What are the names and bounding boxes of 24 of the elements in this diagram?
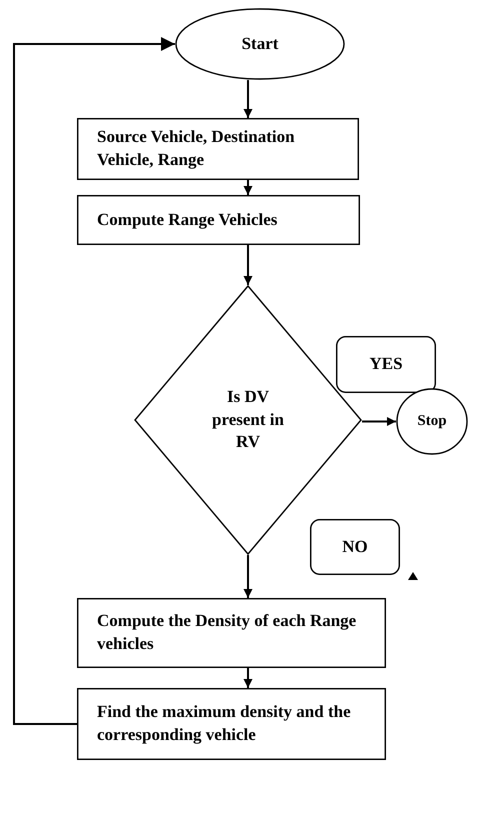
node-label: Start <box>242 32 278 55</box>
process-box <box>77 688 386 760</box>
arrow <box>244 180 252 195</box>
arrow <box>362 417 396 426</box>
arrow <box>244 555 252 598</box>
arrow <box>244 668 252 688</box>
arrow <box>13 37 175 725</box>
node-label: Compute the Density of each Range vehicles <box>97 610 358 655</box>
process-box <box>77 118 359 180</box>
node-label: Is DV present in RV <box>211 386 285 454</box>
node-label: Compute Range Vehicles <box>97 208 278 231</box>
node-label: Find the maximum density and the corresponding vehicle <box>97 701 352 746</box>
label-box <box>310 519 400 575</box>
arrow <box>244 80 252 118</box>
node-label: Source Vehicle, Destination Vehicle, Range <box>97 126 296 171</box>
process-box <box>77 195 360 245</box>
terminal-ellipse <box>396 388 468 455</box>
label-box <box>336 336 436 393</box>
node-label: Stop <box>417 412 447 432</box>
arrow <box>244 245 252 285</box>
node-label: NO <box>342 536 368 558</box>
terminal-ellipse <box>175 8 345 80</box>
process-box <box>77 598 386 668</box>
node-label: YES <box>369 353 403 376</box>
